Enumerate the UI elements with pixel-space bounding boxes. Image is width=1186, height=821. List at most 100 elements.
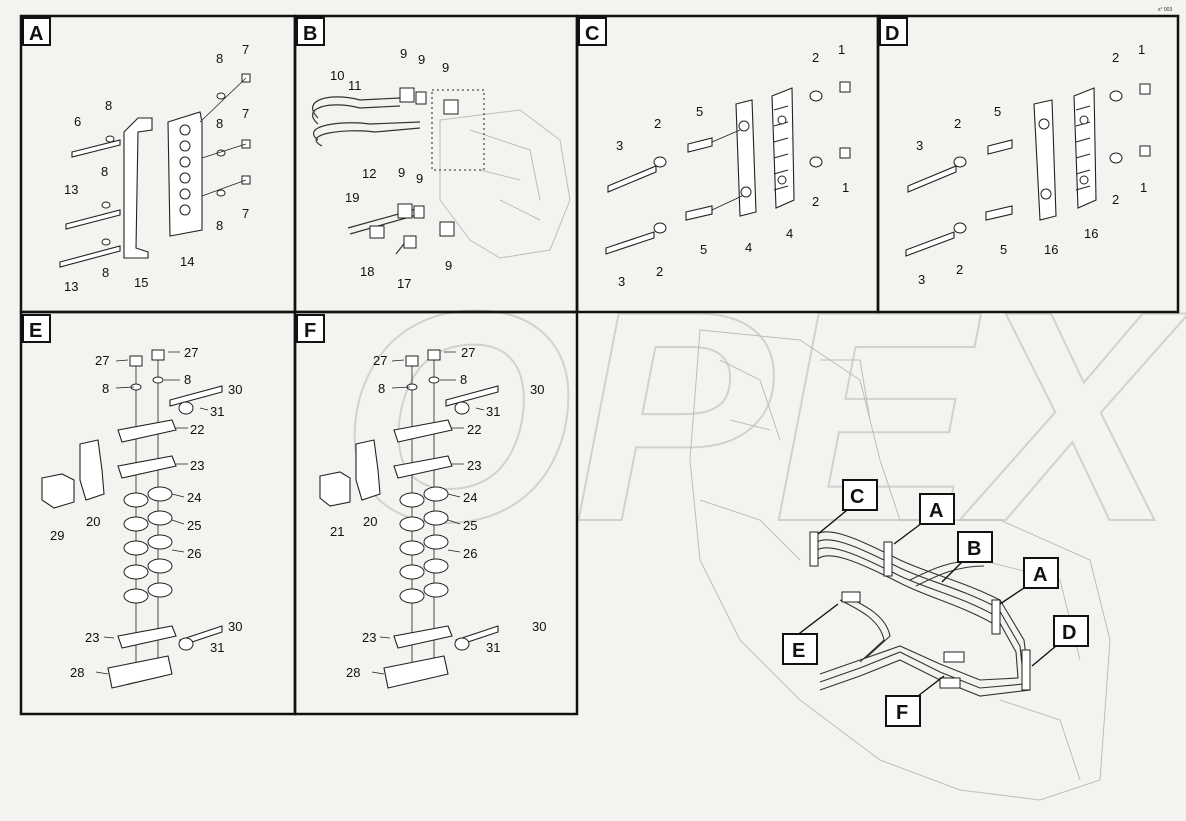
svg-text:4: 4 xyxy=(745,240,752,255)
svg-text:20: 20 xyxy=(86,514,100,529)
svg-text:24: 24 xyxy=(187,490,201,505)
svg-text:2: 2 xyxy=(1112,50,1119,65)
svg-text:C: C xyxy=(585,23,599,45)
overview-clamps xyxy=(809,531,1031,691)
svg-text:26: 26 xyxy=(463,546,477,561)
svg-text:8: 8 xyxy=(378,381,385,396)
watermark: OPEX xyxy=(340,248,1186,584)
svg-text:2: 2 xyxy=(954,116,961,131)
svg-text:12: 12 xyxy=(362,166,376,181)
panel-label-a: A xyxy=(22,17,51,46)
svg-text:7: 7 xyxy=(242,206,249,221)
panel-f-drawing xyxy=(319,349,499,689)
svg-text:21: 21 xyxy=(330,524,344,539)
svg-text:B: B xyxy=(303,23,317,45)
svg-text:23: 23 xyxy=(85,630,99,645)
svg-text:8: 8 xyxy=(105,98,112,113)
svg-text:13: 13 xyxy=(64,182,78,197)
panel-d-numbers: 1 2 5 2 3 1 2 16 16 3 2 5 xyxy=(916,42,1147,287)
svg-text:3: 3 xyxy=(616,138,623,153)
svg-text:F: F xyxy=(304,320,316,342)
svg-text:F: F xyxy=(896,702,908,724)
svg-text:26: 26 xyxy=(187,546,201,561)
svg-text:22: 22 xyxy=(190,422,204,437)
svg-text:C: C xyxy=(850,486,864,508)
svg-text:8: 8 xyxy=(101,164,108,179)
svg-text:8: 8 xyxy=(460,372,467,387)
svg-text:31: 31 xyxy=(486,640,500,655)
svg-text:25: 25 xyxy=(187,518,201,533)
callout-f: F xyxy=(885,695,921,727)
svg-text:13: 13 xyxy=(64,279,78,294)
svg-text:4: 4 xyxy=(786,226,793,241)
svg-text:9: 9 xyxy=(445,258,452,273)
overview-engine xyxy=(689,329,1111,801)
panel-b-numbers: 10 11 9 9 9 12 9 9 19 18 17 9 xyxy=(330,46,452,291)
panel-d-drawing xyxy=(905,83,1151,257)
svg-text:5: 5 xyxy=(696,104,703,119)
svg-text:2: 2 xyxy=(812,50,819,65)
svg-text:2: 2 xyxy=(656,264,663,279)
panel-label-e: E xyxy=(22,314,51,343)
panel-c-numbers: 1 2 5 2 3 1 2 4 4 3 2 5 xyxy=(616,42,849,289)
panel-e-numbers: 27 27 8 8 30 31 22 23 24 25 26 29 20 23 … xyxy=(50,345,242,680)
svg-text:2: 2 xyxy=(956,262,963,277)
svg-text:11: 11 xyxy=(348,78,362,93)
svg-text:29: 29 xyxy=(50,528,64,543)
svg-text:8: 8 xyxy=(102,381,109,396)
svg-text:5: 5 xyxy=(700,242,707,257)
svg-text:31: 31 xyxy=(210,404,224,419)
panel-c-drawing xyxy=(605,81,851,255)
panel-b-drawing xyxy=(311,87,571,259)
svg-text:28: 28 xyxy=(70,665,84,680)
svg-text:9: 9 xyxy=(418,52,425,67)
svg-text:1: 1 xyxy=(1140,180,1147,195)
svg-text:A: A xyxy=(1033,564,1047,586)
svg-text:14: 14 xyxy=(180,254,194,269)
panel-label-c: C xyxy=(578,17,607,46)
svg-text:6: 6 xyxy=(74,114,81,129)
svg-text:20: 20 xyxy=(363,514,377,529)
svg-text:23: 23 xyxy=(362,630,376,645)
svg-text:1: 1 xyxy=(1138,42,1145,57)
panel-label-f: F xyxy=(296,314,325,343)
svg-text:30: 30 xyxy=(228,382,242,397)
svg-text:8: 8 xyxy=(216,116,223,131)
svg-text:30: 30 xyxy=(532,619,546,634)
svg-text:B: B xyxy=(967,538,981,560)
svg-text:27: 27 xyxy=(95,353,109,368)
svg-text:18: 18 xyxy=(360,264,374,279)
panel-label-b: B xyxy=(296,17,325,46)
corner-code: s° 003 xyxy=(1158,7,1172,13)
svg-text:30: 30 xyxy=(530,382,544,397)
svg-text:10: 10 xyxy=(330,68,344,83)
panel-e-drawing xyxy=(41,349,223,689)
svg-text:27: 27 xyxy=(461,345,475,360)
panel-f-numbers: 27 27 8 8 30 31 22 23 24 25 26 21 20 23 … xyxy=(330,345,546,680)
svg-text:3: 3 xyxy=(618,274,625,289)
svg-text:25: 25 xyxy=(463,518,477,533)
svg-text:8: 8 xyxy=(184,372,191,387)
svg-text:31: 31 xyxy=(210,640,224,655)
svg-text:23: 23 xyxy=(190,458,204,473)
svg-text:3: 3 xyxy=(916,138,923,153)
svg-text:2: 2 xyxy=(812,194,819,209)
svg-text:27: 27 xyxy=(184,345,198,360)
callout-a-top: A xyxy=(919,493,955,525)
svg-text:5: 5 xyxy=(1000,242,1007,257)
svg-text:9: 9 xyxy=(398,165,405,180)
overview-callouts: C A B A E D F xyxy=(782,479,1089,727)
svg-text:E: E xyxy=(29,320,42,342)
svg-text:22: 22 xyxy=(467,422,481,437)
panel-a-numbers: 7 8 7 8 7 8 6 8 13 8 13 8 15 14 xyxy=(64,42,249,294)
svg-text:D: D xyxy=(1062,622,1076,644)
svg-text:D: D xyxy=(885,23,899,45)
callout-c: C xyxy=(842,479,878,511)
panel-frames xyxy=(19,14,1180,716)
svg-text:24: 24 xyxy=(463,490,477,505)
svg-text:28: 28 xyxy=(346,665,360,680)
callout-b: B xyxy=(957,531,993,563)
svg-text:8: 8 xyxy=(216,218,223,233)
svg-text:2: 2 xyxy=(654,116,661,131)
svg-text:1: 1 xyxy=(842,180,849,195)
